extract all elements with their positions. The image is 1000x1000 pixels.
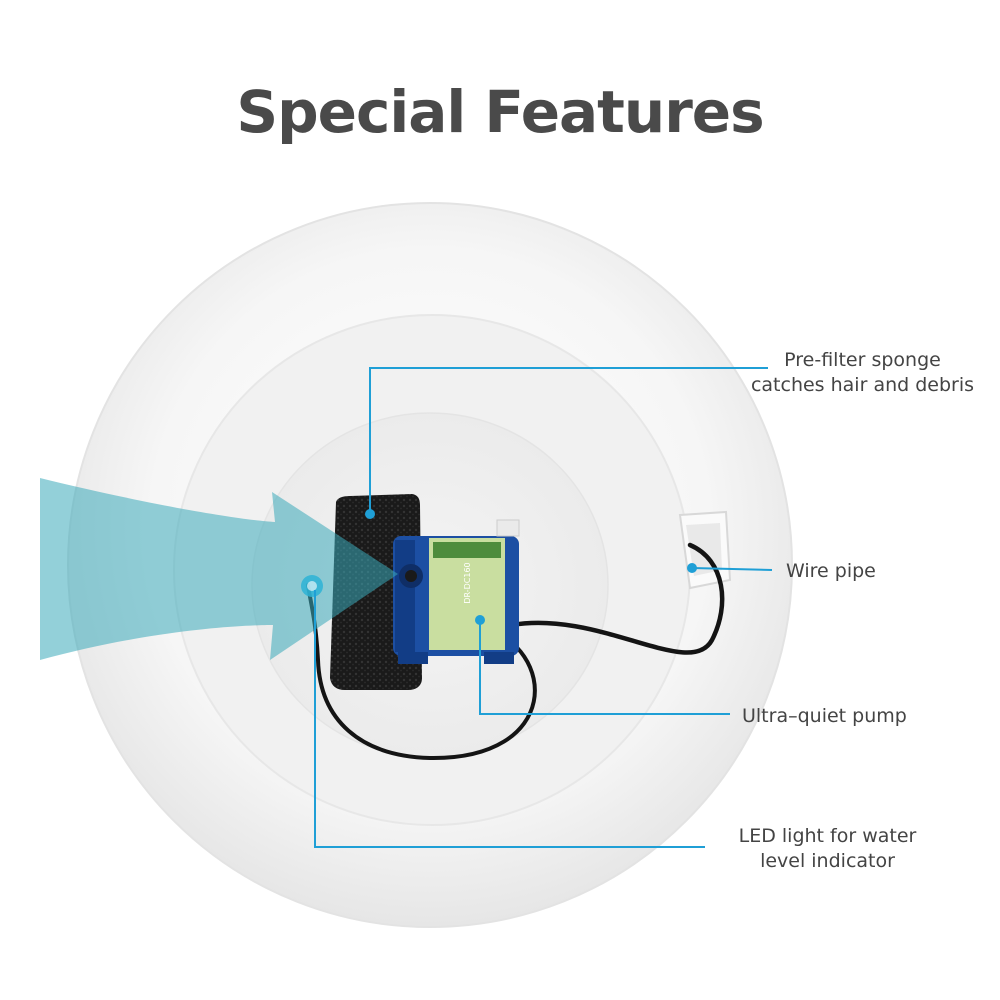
callout-label-led: LED light for water level indicator [715,824,940,874]
callout-label-sponge: Pre-filter sponge catches hair and debri… [735,348,990,398]
callout-line-led [314,590,705,848]
callout-label-pump: Ultra–quiet pump [742,704,907,729]
page-title: Special Features [236,78,764,146]
callout-sponge-line-1: Pre-filter sponge [784,349,941,371]
pump [393,519,520,664]
callout-pump-line-1: Ultra–quiet pump [742,705,907,727]
flow-arrow [40,478,398,660]
wire-pipe [678,510,732,590]
callout-line-pump [479,620,730,715]
callout-lines [314,367,773,848]
callout-line-sponge [369,367,768,514]
callout-sponge-line-2: catches hair and debris [750,374,975,396]
callout-line-wire [691,567,773,571]
pump-cable [509,542,725,655]
callout-dots [365,509,697,625]
callout-label-wire: Wire pipe [786,559,876,584]
callout-wire-line-1: Wire pipe [786,560,876,582]
callout-led-line-2: level indicator [760,850,895,872]
callout-led-line-1: LED light for water [738,825,917,847]
pump-model-text: DR-DC160 [463,562,472,603]
